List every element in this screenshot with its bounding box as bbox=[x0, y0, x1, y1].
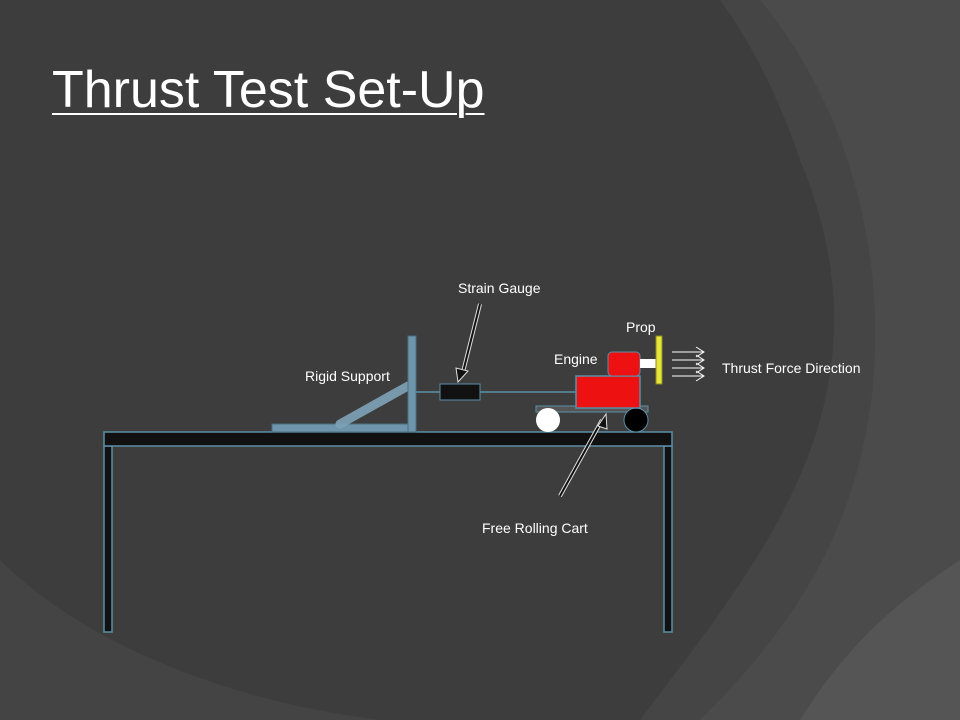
label-rigid-support: Rigid Support bbox=[305, 368, 390, 384]
label-engine: Engine bbox=[554, 351, 598, 367]
support-brace bbox=[335, 381, 413, 429]
prop-shaft bbox=[640, 359, 656, 368]
slide-title: Thrust Test Set-Up bbox=[52, 61, 485, 119]
cart-wheel-front bbox=[536, 408, 560, 432]
prop bbox=[655, 335, 663, 385]
label-thrust-force-direction: Thrust Force Direction bbox=[722, 360, 861, 376]
thrust-arrows bbox=[672, 346, 705, 382]
label-prop: Prop bbox=[626, 319, 656, 335]
strain-gauge-pointer-arrow bbox=[455, 303, 482, 384]
table-leg-left bbox=[103, 445, 113, 633]
table-leg-right bbox=[663, 445, 673, 633]
support-post bbox=[407, 335, 417, 433]
engine-head bbox=[607, 351, 641, 377]
cart-pointer-arrow bbox=[558, 412, 608, 497]
cart-wheel-rear bbox=[623, 407, 649, 433]
strain-gauge bbox=[439, 383, 481, 401]
label-free-rolling-cart: Free Rolling Cart bbox=[482, 520, 588, 536]
engine-body bbox=[575, 375, 641, 409]
label-strain-gauge: Strain Gauge bbox=[458, 280, 541, 296]
